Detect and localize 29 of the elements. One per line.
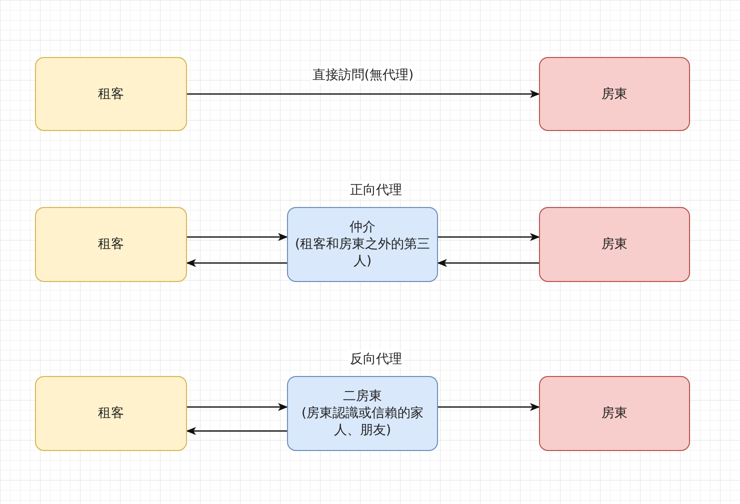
row-heading: 正向代理	[348, 181, 404, 199]
process-box	[539, 57, 690, 131]
arrow	[438, 233, 540, 241]
process-box	[539, 376, 690, 451]
box-title: 房東	[602, 86, 628, 102]
arrow	[187, 233, 288, 241]
process-box	[35, 57, 187, 131]
box-note: (房東認識或信賴的家人、朋友)	[300, 405, 425, 439]
arrow	[186, 427, 287, 435]
row-heading: 反向代理	[348, 350, 404, 368]
edge-label: 直接訪問(無代理)	[310, 66, 416, 84]
arrow	[437, 259, 539, 267]
process-box	[539, 207, 690, 282]
process-box	[35, 376, 187, 451]
box-title: 仲介	[350, 219, 376, 236]
arrow	[438, 403, 540, 411]
box-title: 租客	[98, 86, 124, 102]
box-title: 租客	[98, 236, 124, 253]
process-box	[287, 207, 438, 282]
box-title: 租客	[98, 405, 124, 422]
arrow	[186, 259, 287, 267]
box-title: 二房東	[343, 388, 382, 405]
arrow	[187, 403, 288, 411]
arrow	[187, 90, 540, 98]
box-title: 房東	[602, 236, 628, 253]
box-title: 房東	[602, 405, 628, 422]
process-box	[35, 207, 187, 282]
process-box	[287, 376, 438, 451]
box-note: (租客和房東之外的第三人)	[294, 236, 431, 270]
